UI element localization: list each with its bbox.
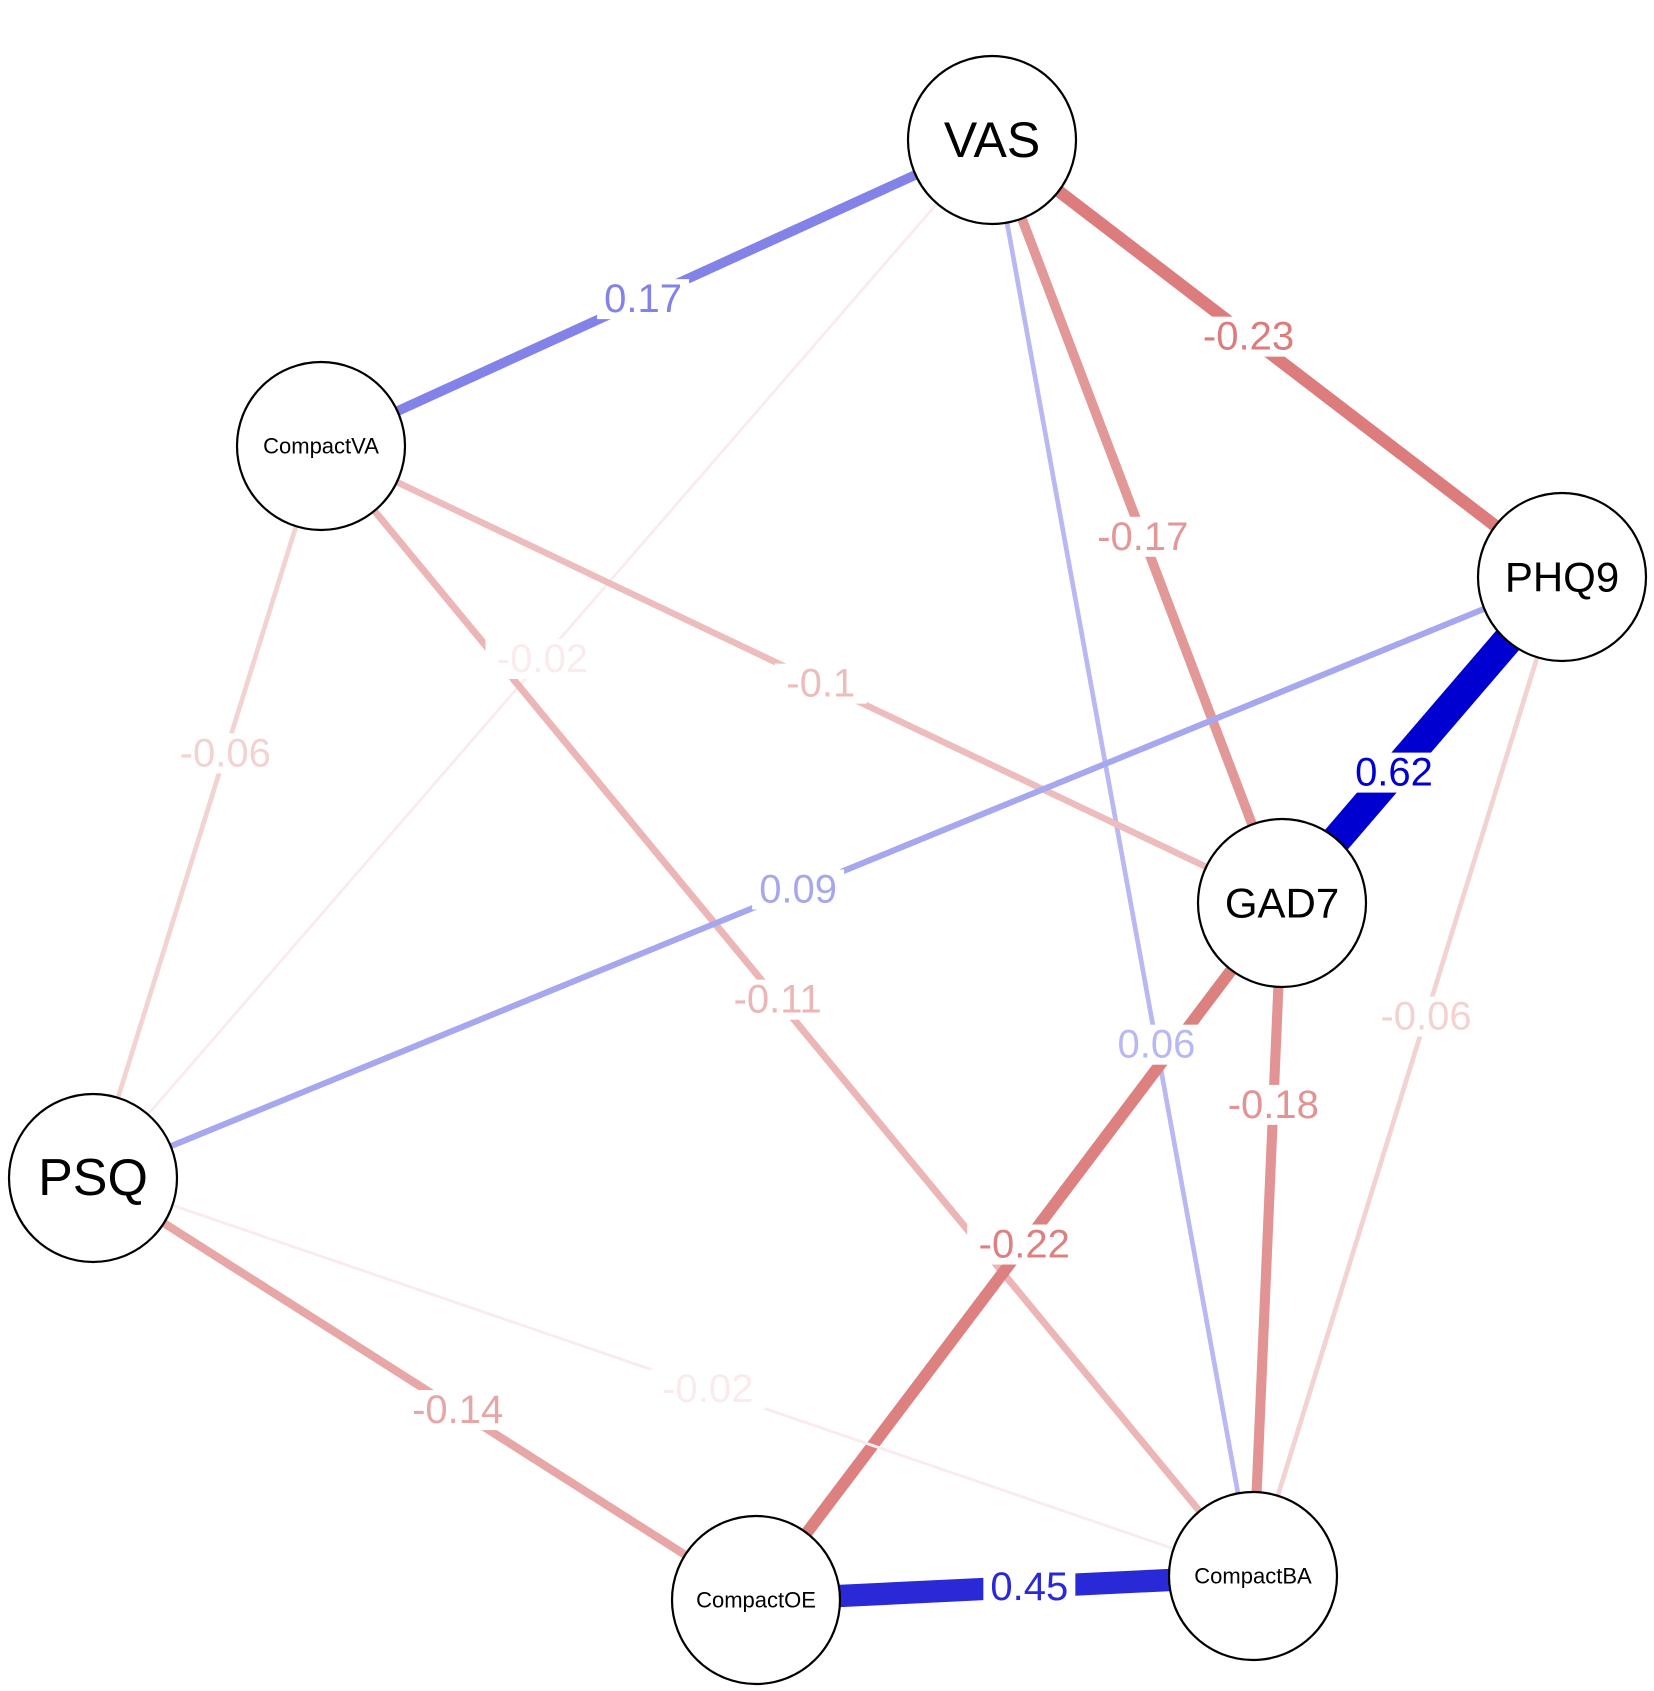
edge-label-psq-compactba: -0.02 [650, 1367, 765, 1411]
edge-label-background [485, 639, 600, 679]
edge-label-background [1085, 516, 1200, 557]
node-circle [906, 54, 1078, 226]
edge-vas-compactba [989, 139, 1256, 1577]
edge-label-compactva-compactba: -0.11 [720, 978, 835, 1022]
node-label: PSQ [38, 1149, 148, 1207]
edge-weight-label: -0.17 [1097, 515, 1188, 559]
edge-weight-label: 0.62 [1355, 751, 1433, 795]
edge-label-background [1216, 1084, 1331, 1125]
edge-label-background [774, 663, 867, 704]
edge-label-background [983, 1566, 1076, 1607]
edge-label-vas-phq9: -0.23 [1191, 315, 1306, 359]
edge-label-phq9-compactba: -0.06 [1369, 995, 1484, 1039]
edge-label-background [1348, 752, 1440, 793]
node-circle [670, 1514, 842, 1686]
node-gad7: GAD7 [1196, 817, 1368, 989]
node-compactoe: CompactOE [670, 1514, 842, 1686]
edge-label-compactva-gad7: -0.1 [774, 662, 867, 706]
edge-weight-label: -0.1 [786, 662, 855, 706]
edge-phq9-compactba [1250, 576, 1565, 1577]
edge-label-background [400, 1390, 515, 1431]
edge-weight-label: 0.45 [990, 1565, 1068, 1609]
node-compactba: CompactBA [1167, 1490, 1339, 1662]
node-circle [1476, 491, 1648, 663]
edge-weight-label: -0.02 [662, 1367, 753, 1411]
edge-label-background [1191, 316, 1306, 357]
edge-label-vas-psq: -0.02 [485, 637, 600, 681]
edge-label-background [650, 1368, 765, 1409]
edge-weight-label: -0.14 [412, 1388, 503, 1432]
node-vas: VAS [906, 54, 1078, 226]
edge-weight-label: 0.17 [604, 277, 682, 321]
edge-weight-label: 0.06 [1118, 1023, 1196, 1067]
edge-compactva-psq [90, 445, 324, 1179]
node-label: PHQ9 [1505, 554, 1619, 601]
node-circle [1196, 817, 1368, 989]
edge-label-background [597, 279, 690, 320]
edge-weight-label: -0.06 [180, 731, 271, 775]
edge-label-compactva-psq: -0.06 [168, 731, 283, 775]
edge-weight-label: -0.18 [1228, 1083, 1319, 1127]
edge-weight-label: 0.09 [759, 868, 837, 912]
edge-label-vas-compactba: 0.06 [1110, 1023, 1203, 1067]
edge-weight-label: -0.02 [497, 637, 588, 681]
node-label: VAS [944, 112, 1040, 168]
node-circle [235, 360, 407, 532]
edge-label-phq9-gad7: 0.62 [1348, 751, 1440, 795]
node-label: CompactVA [263, 434, 379, 459]
edge-psq-compactoe [90, 1174, 759, 1604]
node-compactva: CompactVA [235, 360, 407, 532]
edge-label-background [720, 979, 835, 1020]
node-psq: PSQ [7, 1092, 179, 1264]
node-label: CompactOE [696, 1588, 816, 1613]
edge-vas-phq9 [988, 135, 1566, 582]
edge-label-background [752, 869, 845, 910]
edge-weight-label: -0.06 [1380, 995, 1471, 1039]
edge-label-gad7-compactba: -0.18 [1216, 1083, 1331, 1127]
edge-label-vas-compactva: 0.17 [597, 277, 690, 321]
node-label: GAD7 [1225, 880, 1339, 927]
edge-weight-label: -0.23 [1203, 315, 1294, 359]
edge-labels-layer: 0.17 -0.23 -0.17 -0.02 0.06 -0.1 -0.06 -0.11 0.6… [168, 277, 1484, 1609]
edge-label-background [1369, 996, 1484, 1037]
edge-weight-label: -0.11 [734, 978, 822, 1022]
edge-label-gad7-compactoe: -0.22 [967, 1223, 1082, 1267]
edge-label-phq9-psq: 0.09 [752, 868, 845, 912]
edge-label-compactoe-compactba: 0.45 [983, 1565, 1076, 1609]
edge-label-psq-compactoe: -0.14 [400, 1388, 515, 1432]
node-phq9: PHQ9 [1476, 491, 1648, 663]
edge-label-background [168, 733, 283, 774]
edge-label-background [967, 1224, 1082, 1265]
edge-label-background [1110, 1024, 1203, 1065]
edge-label-vas-gad7: -0.17 [1085, 515, 1200, 559]
node-circle [7, 1092, 179, 1264]
node-circle [1167, 1490, 1339, 1662]
edge-gad7-compactba [1247, 902, 1288, 1577]
edge-weight-label: -0.22 [979, 1223, 1070, 1267]
node-label: CompactBA [1194, 1564, 1312, 1589]
